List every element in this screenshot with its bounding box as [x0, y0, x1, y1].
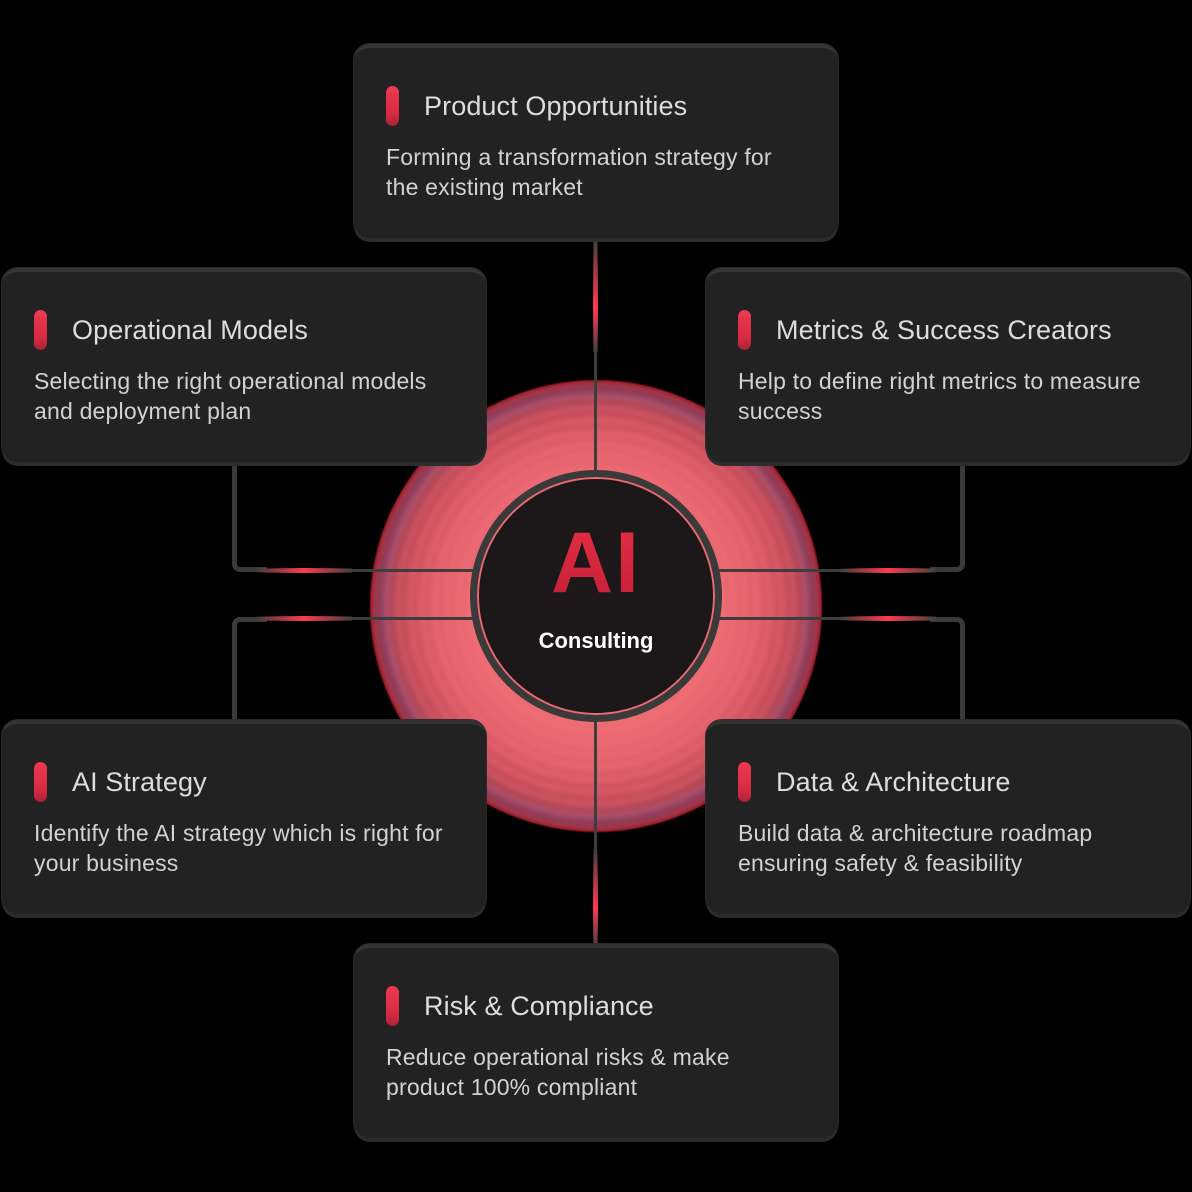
connector-right-upper: [718, 569, 932, 572]
accent-pill-icon: [386, 86, 399, 126]
card-title: Risk & Compliance: [424, 990, 654, 1021]
card-description: Build data & architecture roadmap ensuri…: [738, 820, 1093, 876]
center-title: AI: [551, 515, 641, 611]
card-description: Selecting the right operational models a…: [34, 368, 427, 424]
card-description: Help to define right metrics to measure …: [738, 368, 1141, 424]
connector-bottom: [594, 716, 597, 948]
card-metrics-success-creators: Metrics & Success Creators Help to defin…: [706, 268, 1190, 462]
connector-left-upper-bracket: [232, 462, 267, 572]
connector-right-lower: [718, 617, 932, 620]
center-hub: AI Consulting: [470, 470, 722, 722]
card-title: Data & Architecture: [776, 766, 1011, 797]
card-description: Forming a transformation strategy for th…: [386, 144, 772, 200]
accent-pill-icon: [34, 762, 47, 802]
connector-left-lower-bracket: [232, 617, 267, 730]
accent-pill-icon: [738, 310, 751, 350]
card-data-architecture: Data & Architecture Build data & archite…: [706, 720, 1190, 914]
card-operational-models: Operational Models Selecting the right o…: [2, 268, 486, 462]
card-title: Operational Models: [72, 314, 308, 345]
connector-right-upper-bracket: [930, 462, 965, 572]
connector-bottom-highlight: [593, 850, 598, 946]
accent-pill-icon: [738, 762, 751, 802]
connector-right-lower-highlight: [840, 616, 936, 621]
card-title: Metrics & Success Creators: [776, 314, 1112, 345]
connector-left-lower: [262, 617, 474, 620]
connector-top-highlight: [593, 240, 598, 352]
card-title: AI Strategy: [72, 766, 207, 797]
accent-pill-icon: [386, 986, 399, 1026]
card-risk-compliance: Risk & Compliance Reduce operational ris…: [354, 944, 838, 1138]
connector-right-upper-highlight: [840, 568, 936, 573]
accent-pill-icon: [34, 310, 47, 350]
connector-left-lower-highlight: [256, 616, 352, 621]
card-ai-strategy: AI Strategy Identify the AI strategy whi…: [2, 720, 486, 914]
connector-left-upper: [262, 569, 474, 572]
connector-left-upper-highlight: [256, 568, 352, 573]
connector-right-lower-bracket: [930, 617, 965, 730]
card-description: Identify the AI strategy which is right …: [34, 820, 443, 876]
card-description: Reduce operational risks & make product …: [386, 1044, 730, 1100]
connector-top: [594, 236, 597, 476]
center-subtitle: Consulting: [538, 628, 654, 653]
card-title: Product Opportunities: [424, 90, 688, 121]
card-product-opportunities: Product Opportunities Forming a transfor…: [354, 44, 838, 238]
